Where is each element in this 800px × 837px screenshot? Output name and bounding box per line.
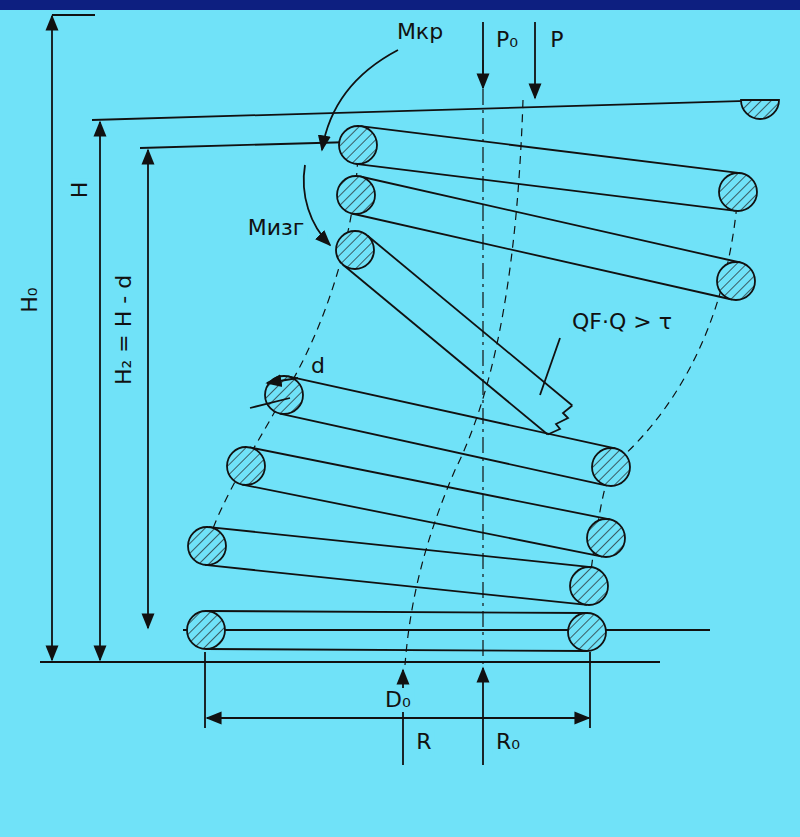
axis-lines — [207, 60, 738, 665]
force-label: P — [547, 28, 566, 52]
wire-sections — [187, 100, 779, 651]
dimension-label: H₂ = H - d — [112, 272, 136, 388]
dimension-label: d — [308, 354, 328, 378]
spring-lines — [40, 100, 778, 662]
force-label: R₀ — [493, 730, 523, 754]
condition-note: QF·Q > τ — [569, 310, 675, 334]
top-band — [0, 0, 800, 10]
dimension-label: H — [68, 179, 92, 202]
moment-label: Mкр — [394, 20, 446, 44]
moment-label: Mизг — [245, 216, 308, 240]
dimension-label: D₀ — [382, 688, 414, 712]
force-label: R — [413, 730, 434, 754]
dimension-label: H₀ — [18, 284, 42, 315]
force-label: P₀ — [493, 28, 521, 52]
dimension-arrows — [52, 15, 590, 765]
